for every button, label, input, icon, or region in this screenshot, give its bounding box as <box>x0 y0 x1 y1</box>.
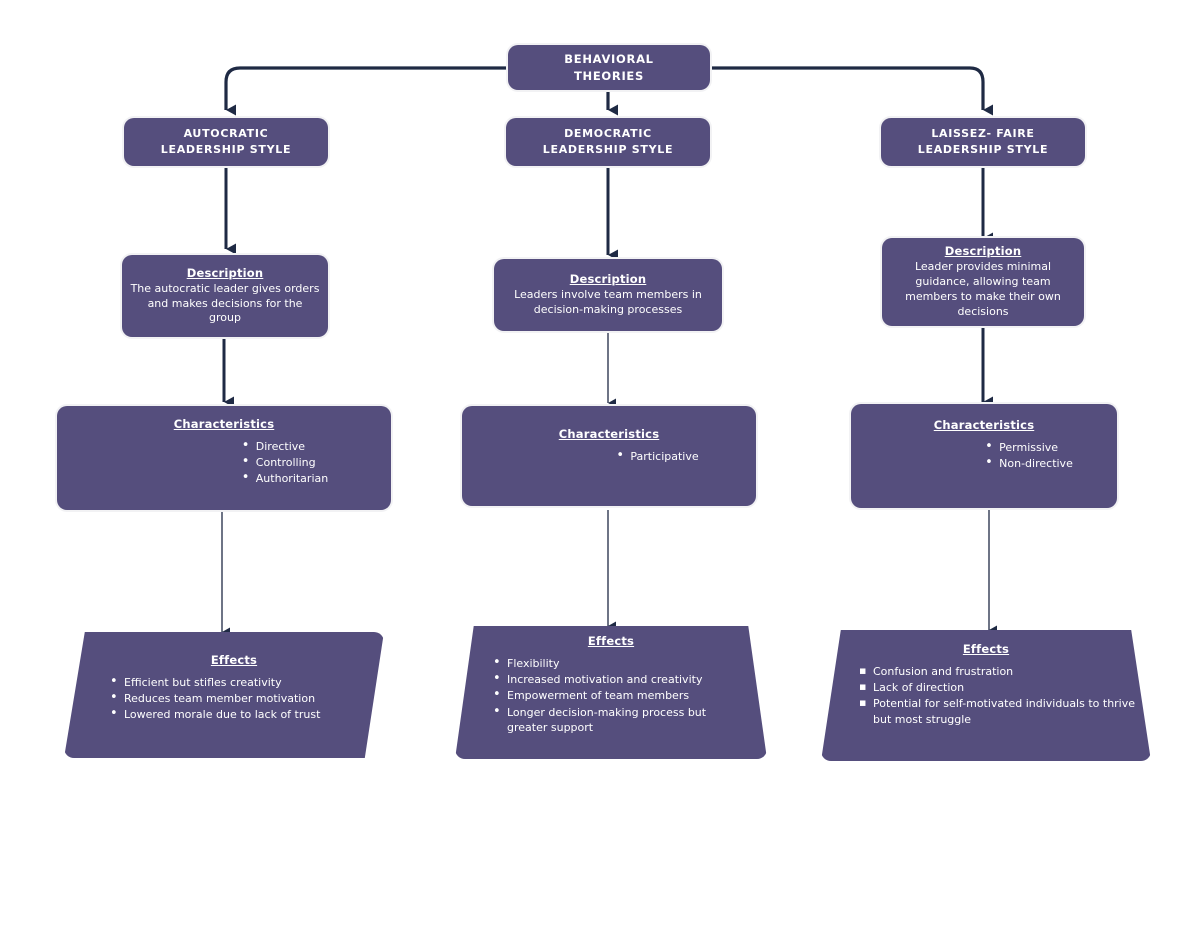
behavioral-theories-line2: THEORIES <box>574 68 644 83</box>
democratic-characteristics-heading: Characteristics <box>558 427 660 441</box>
democratic-description-body: Leaders involve team members in decision… <box>514 288 702 316</box>
democratic-description-heading: Description <box>569 272 647 287</box>
node-behavioral-theories[interactable]: BEHAVIORAL THEORIES <box>508 45 710 90</box>
democratic-effects-content: Effects FlexibilityIncreased motivation … <box>455 626 767 736</box>
autocratic-description-body: The autocratic leader gives orders and m… <box>130 281 320 325</box>
democratic-effects-list: FlexibilityIncreased motivation and crea… <box>477 655 741 736</box>
democratic-effects-heading: Effects <box>587 634 635 648</box>
autocratic-characteristics-heading: Characteristics <box>173 417 275 431</box>
laissez-faire-characteristics-heading: Characteristics <box>933 418 1035 432</box>
laissez-faire-description-body: Leader provides minimal guidance, allowi… <box>905 260 1061 318</box>
list-item: Efficient but stifles creativity <box>108 674 320 690</box>
democratic-characteristics-list: Participative <box>614 448 698 465</box>
list-item: Participative <box>614 448 698 464</box>
laissez-faire-description-heading: Description <box>944 244 1022 259</box>
edge-root-to-laissez <box>710 66 993 116</box>
list-item: Permissive <box>983 439 1073 455</box>
laissez-faire-effects-content: Effects Confusion and frustrationLack of… <box>821 630 1151 728</box>
node-democratic-effects[interactable]: Effects FlexibilityIncreased motivation … <box>455 626 767 759</box>
laissez-faire-effects-list: Confusion and frustrationLack of directi… <box>843 664 1143 728</box>
laissez-faire-style-label: LAISSEZ- FAIRE LEADERSHIP STYLE <box>918 126 1048 159</box>
democratic-style-line1: DEMOCRATIC <box>564 126 652 140</box>
node-autocratic-characteristics[interactable]: Characteristics DirectiveControllingAuth… <box>57 406 391 510</box>
autocratic-effects-list: Efficient but stifles creativityReduces … <box>94 674 320 724</box>
list-item: Potential for self-motivated individuals… <box>857 696 1143 726</box>
list-item: Lowered morale due to lack of trust <box>108 706 320 722</box>
node-laissez-faire-characteristics[interactable]: Characteristics PermissiveNon-directive <box>851 404 1117 508</box>
behavioral-theories-line1: BEHAVIORAL <box>564 51 654 66</box>
list-item: Reduces team member motivation <box>108 690 320 706</box>
node-laissez-faire-leadership-style[interactable]: LAISSEZ- FAIRE LEADERSHIP STYLE <box>881 118 1085 166</box>
laissez-faire-style-line1: LAISSEZ- FAIRE <box>931 126 1035 140</box>
laissez-faire-effects-heading: Effects <box>962 642 1010 656</box>
list-item: Lack of direction <box>857 680 1143 695</box>
autocratic-style-line2: LEADERSHIP STYLE <box>160 143 292 156</box>
list-item: Confusion and frustration <box>857 664 1143 679</box>
autocratic-style-line1: AUTOCRATIC <box>183 126 269 140</box>
autocratic-effects-heading: Effects <box>210 653 258 667</box>
node-autocratic-effects[interactable]: Effects Efficient but stifles creativity… <box>64 632 384 758</box>
node-autocratic-leadership-style[interactable]: AUTOCRATIC LEADERSHIP STYLE <box>124 118 328 166</box>
node-laissez-faire-effects[interactable]: Effects Confusion and frustrationLack of… <box>821 630 1151 761</box>
autocratic-effects-content: Effects Efficient but stifles creativity… <box>64 632 384 724</box>
node-democratic-description[interactable]: Description Leaders involve team members… <box>494 259 722 331</box>
list-item: Directive <box>240 438 328 454</box>
node-democratic-characteristics[interactable]: Characteristics Participative <box>462 406 756 506</box>
node-autocratic-description[interactable]: Description The autocratic leader gives … <box>122 255 328 337</box>
node-democratic-leadership-style[interactable]: DEMOCRATIC LEADERSHIP STYLE <box>506 118 710 166</box>
list-item: Non-directive <box>983 455 1073 471</box>
list-item: Increased motivation and creativity <box>491 671 741 687</box>
behavioral-theories-label: BEHAVIORAL THEORIES <box>564 51 653 84</box>
democratic-style-line2: LEADERSHIP STYLE <box>542 143 674 156</box>
node-laissez-faire-description[interactable]: Description Leader provides minimal guid… <box>882 238 1084 326</box>
autocratic-description-heading: Description <box>186 265 264 280</box>
democratic-style-label: DEMOCRATIC LEADERSHIP STYLE <box>543 126 673 159</box>
list-item: Empowerment of team members <box>491 687 741 703</box>
edge-root-to-autocratic <box>224 66 508 116</box>
autocratic-characteristics-list: DirectiveControllingAuthoritarian <box>240 438 328 488</box>
list-item: Longer decision-making process but great… <box>491 704 741 735</box>
list-item: Authoritarian <box>240 470 328 486</box>
laissez-faire-characteristics-list: PermissiveNon-directive <box>983 439 1073 472</box>
list-item: Flexibility <box>491 655 741 671</box>
laissez-faire-style-line2: LEADERSHIP STYLE <box>917 143 1049 156</box>
list-item: Controlling <box>240 454 328 470</box>
autocratic-style-label: AUTOCRATIC LEADERSHIP STYLE <box>161 126 291 159</box>
